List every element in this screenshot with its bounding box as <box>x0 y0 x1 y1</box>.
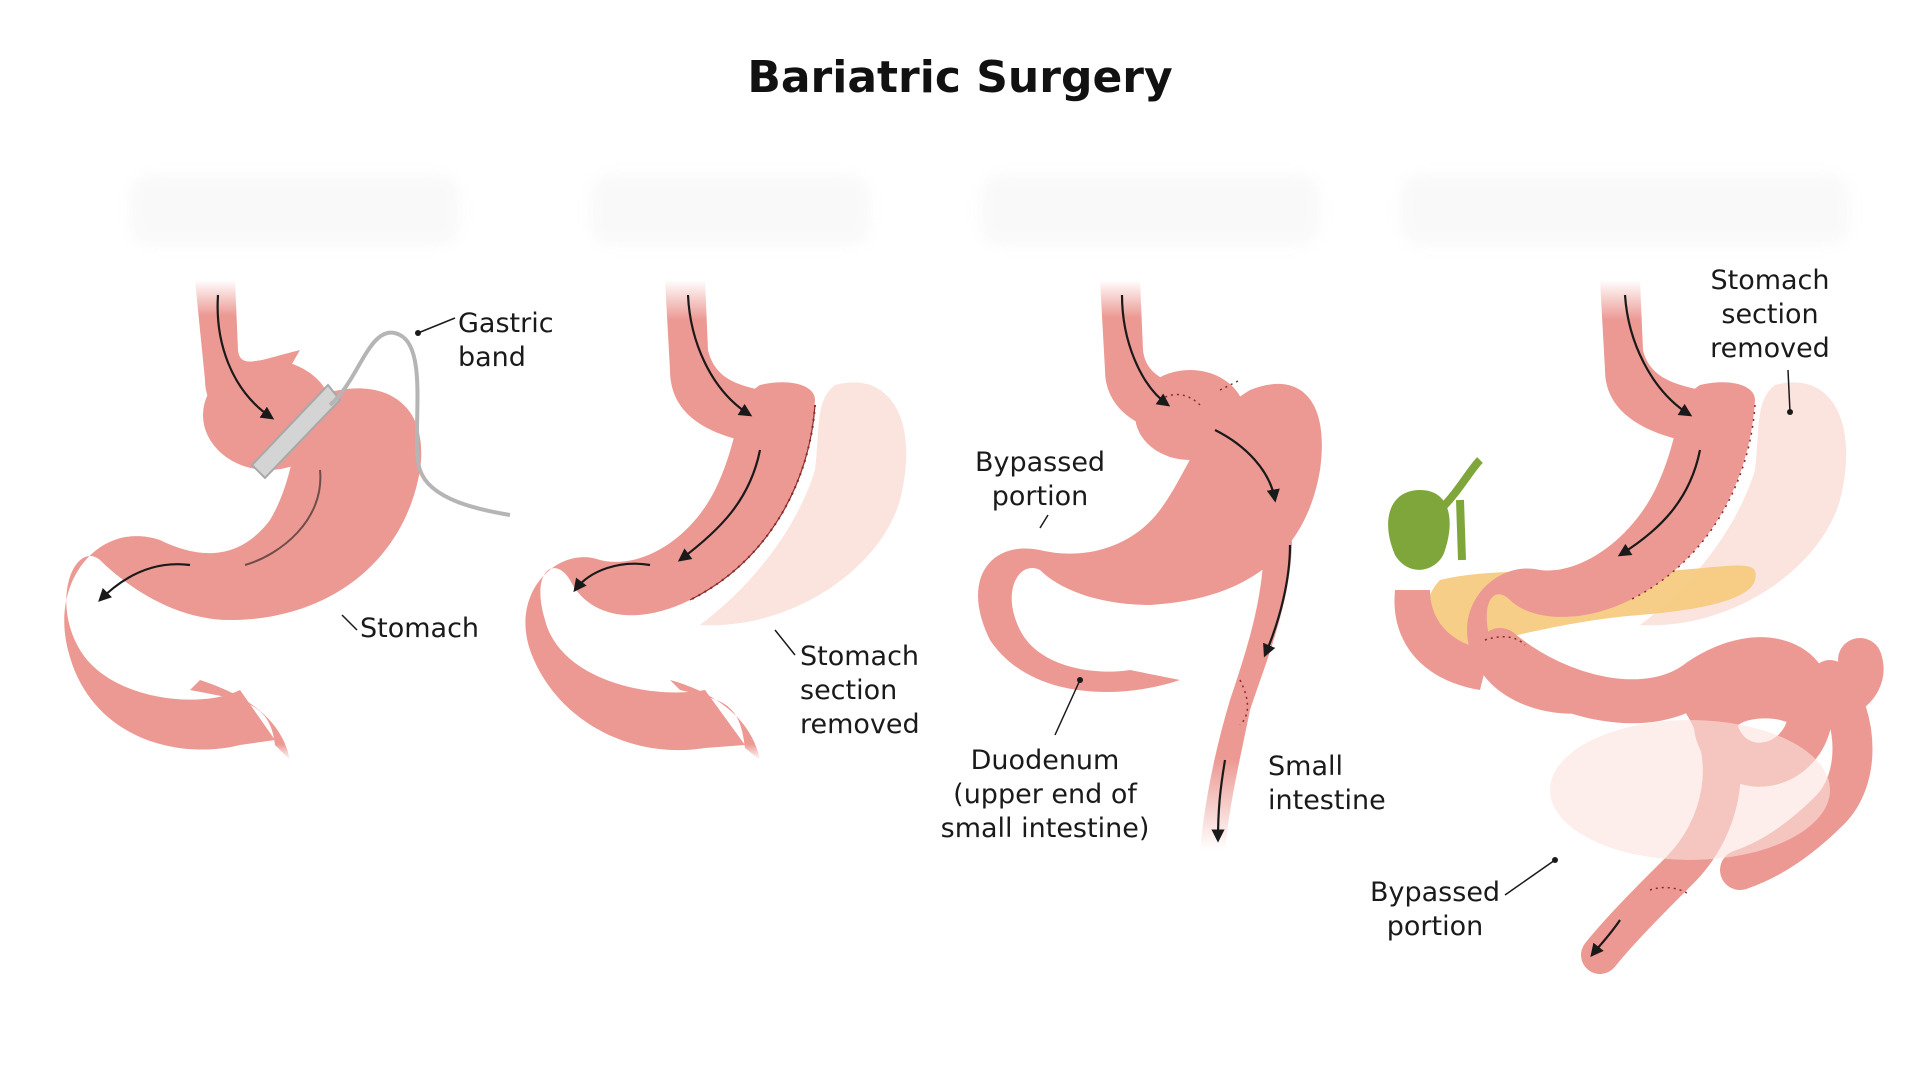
flow-arrow <box>1211 759 1227 843</box>
label-bypassed-portion: Bypassed portion <box>975 447 1106 512</box>
faded-heading-2 <box>590 175 870 245</box>
flow-arrow <box>1120 294 1171 407</box>
label-small-intestine: Small intestine <box>1268 751 1386 816</box>
leader-line <box>1054 679 1081 736</box>
label-gastric-band: Gastric band <box>458 308 554 373</box>
removed-section <box>1640 382 1847 626</box>
leader-line <box>1039 514 1049 529</box>
duodenum-tail <box>190 680 290 760</box>
leader-line <box>1787 369 1791 413</box>
stomach-body <box>64 388 422 750</box>
sleeve-stomach <box>1467 382 1755 714</box>
label-bypassed-portion-4: Bypassed portion <box>1370 877 1501 942</box>
esophagus <box>665 280 760 440</box>
duodenal-stump <box>1394 590 1490 690</box>
band-tube <box>328 330 511 517</box>
panel-duodenal-switch <box>1388 280 1884 974</box>
flow-arrow <box>677 449 762 562</box>
mesentery <box>1550 720 1830 860</box>
bypassed-stomach <box>978 383 1322 692</box>
faded-heading-4 <box>1400 175 1850 245</box>
flow-arrow <box>98 563 191 602</box>
esophagus <box>1600 280 1700 440</box>
flow-arrow <box>216 294 275 420</box>
gallbladder <box>1388 490 1450 570</box>
staple-line <box>1629 404 1756 601</box>
leader-line <box>417 317 456 334</box>
staple-line <box>1219 379 1241 391</box>
removed-section <box>700 382 907 626</box>
diagram-title: Bariatric Surgery <box>747 52 1173 103</box>
flow-arrow <box>1623 294 1693 417</box>
flow-arrow <box>244 469 322 566</box>
flow-arrow <box>1263 544 1292 658</box>
duodenum-tail <box>670 680 760 760</box>
intestine-loop <box>1478 628 1884 787</box>
roux-limb <box>1190 394 1292 850</box>
flow-arrow <box>573 562 651 593</box>
leader-line <box>774 629 796 656</box>
sleeve-stomach <box>525 382 815 751</box>
label-stomach: Stomach <box>360 613 480 644</box>
panel-gastric-bypass <box>978 280 1322 850</box>
label-duodenum: Duodenum (upper end of small intestine) <box>940 745 1150 844</box>
leader-line <box>1504 859 1556 896</box>
panel-sleeve <box>525 280 907 760</box>
flow-arrow <box>1617 449 1702 557</box>
flow-arrow <box>686 294 753 417</box>
faded-heading-3 <box>980 175 1320 245</box>
leader-line <box>341 614 358 631</box>
flow-arrow <box>1590 919 1621 958</box>
label-stomach-section-removed: Stomach section removed <box>800 641 920 740</box>
panel-gastric-band <box>64 280 511 760</box>
flow-arrow <box>1214 429 1280 503</box>
label-stomach-section-removed-4: Stomach section removed <box>1710 265 1830 364</box>
intestine-loop <box>1720 660 1873 890</box>
gastric-band-ring <box>250 383 342 480</box>
bile-duct <box>1437 457 1483 561</box>
faded-heading-1 <box>130 175 460 245</box>
